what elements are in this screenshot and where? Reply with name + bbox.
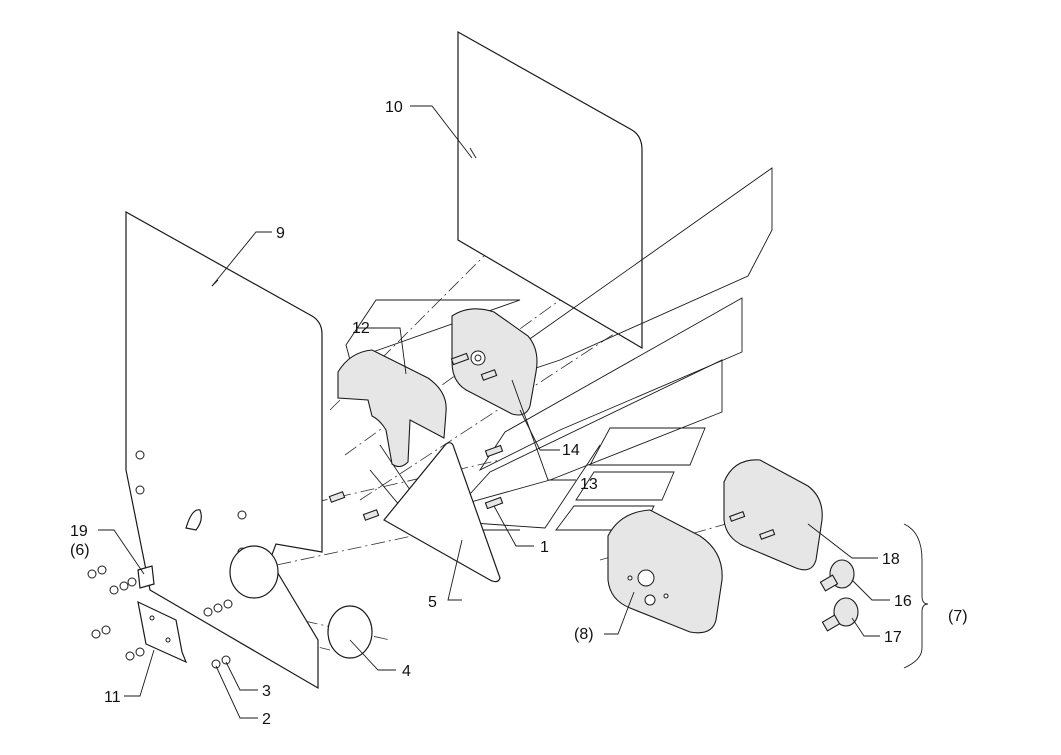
nut — [211, 659, 221, 669]
callout-1: 1 — [540, 539, 549, 556]
bracket-5 — [383, 442, 501, 583]
group-brace-7 — [903, 523, 929, 669]
lens-disc-4 — [327, 605, 373, 659]
callout-13: 13 — [580, 476, 598, 493]
housing-lens — [470, 350, 486, 366]
callout-7: (7) — [948, 608, 968, 625]
callout-14: 14 — [562, 442, 580, 459]
lamp-housing-14 — [451, 308, 538, 416]
leader-lines — [98, 105, 890, 719]
panel-10 — [457, 30, 643, 350]
nut — [203, 607, 213, 617]
stud — [729, 511, 746, 522]
washer — [223, 599, 233, 609]
bolt — [484, 444, 504, 458]
nut — [87, 569, 97, 579]
callout-12: 12 — [352, 320, 370, 337]
callout-11: 11 — [104, 689, 121, 706]
bulb-16 — [819, 559, 855, 592]
nut — [125, 651, 135, 661]
washer — [127, 577, 137, 587]
callout-19: 19 — [70, 523, 88, 540]
panel-hole — [237, 510, 247, 520]
callout-4: 4 — [402, 663, 411, 680]
panel-bump — [229, 545, 279, 599]
callout-2: 2 — [262, 711, 271, 728]
callout-10: 10 — [385, 99, 403, 116]
nut — [109, 585, 119, 595]
washer — [213, 603, 223, 613]
callout-17: 17 — [884, 629, 902, 646]
bolt — [480, 369, 498, 381]
stud — [759, 529, 776, 540]
washer — [221, 655, 231, 665]
tail-lamp-8 — [607, 509, 723, 634]
fastener-set — [87, 565, 233, 669]
panel-hole — [135, 450, 145, 460]
callout-3: 3 — [262, 683, 271, 700]
lamp-base-18 — [723, 459, 823, 571]
callout-5: 5 — [428, 594, 437, 611]
panel-slot — [185, 509, 202, 531]
callout-8: (8) — [574, 626, 594, 643]
bolt — [362, 509, 380, 521]
callout-18: 18 — [882, 551, 900, 568]
bracket-plate-11 — [137, 600, 188, 664]
washer — [101, 625, 111, 635]
callout-9: 9 — [276, 225, 285, 242]
washer — [119, 581, 129, 591]
bolt — [328, 491, 346, 503]
lamp-cover-12 — [337, 349, 447, 468]
washer — [135, 647, 145, 657]
bolt — [484, 496, 504, 510]
bolt-set — [328, 352, 504, 521]
bulb-17 — [821, 597, 859, 632]
nut — [91, 629, 101, 639]
callout-6: (6) — [70, 542, 90, 559]
bolt — [450, 352, 470, 366]
callout-16: 16 — [894, 593, 912, 610]
washer — [97, 565, 107, 575]
panel-hole — [135, 485, 145, 495]
